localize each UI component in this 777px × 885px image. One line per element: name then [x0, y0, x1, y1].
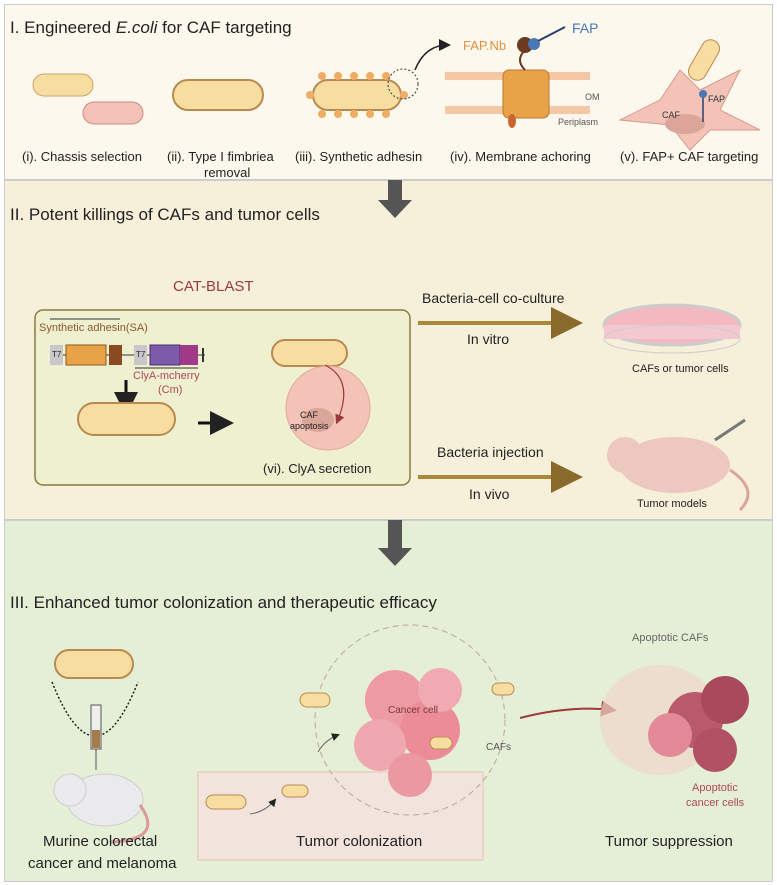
petri-dish-icon: [602, 303, 742, 354]
tumor-suppression-label: Tumor suppression: [605, 833, 733, 850]
engineered-bacterium-icon: [77, 402, 176, 436]
caf-label: CAF: [662, 110, 680, 120]
apoptotic-cafs-label: Apoptotic CAFs: [632, 632, 709, 644]
murine-label: Murine colorectal: [43, 833, 158, 850]
in-vitro-label: In vitro: [467, 331, 510, 347]
step-iii-label: (iii). Synthetic adhesin: [295, 149, 423, 164]
apoptotic-cancer-label: Apoptotic: [692, 782, 738, 794]
t7-promoter-label: T7: [52, 350, 62, 359]
murine-label-2: cancer and melanoma: [28, 855, 177, 872]
mouse-model-icon: [607, 418, 750, 512]
caf-apoptosis-label-2: apoptosis: [290, 421, 329, 431]
tumor-mass-icon: [299, 624, 515, 816]
panel3-title: III. Enhanced tumor colonization and the…: [10, 593, 437, 612]
genetic-construct: [50, 318, 205, 369]
fap-cell-label: FAP: [708, 94, 726, 104]
down-arrow-icon: [378, 180, 412, 218]
bacterium-synthetic-adhesin-icon: [306, 39, 451, 118]
step-iv-label: (iv). Membrane achoring: [450, 149, 591, 164]
bacterium-chassis-icon: [32, 73, 144, 125]
apoptotic-cancer-label-2: cancer cells: [686, 797, 745, 809]
coculture-label: Bacteria-cell co-culture: [422, 290, 565, 306]
fap-nb-label: FAP.Nb: [463, 38, 507, 53]
apoptotic-caf-icon: [285, 365, 371, 451]
membrane-anchoring-icon: [445, 26, 590, 128]
step-i-label: (i). Chassis selection: [22, 149, 142, 164]
cm-label: (Cm): [158, 384, 183, 396]
cells-label: CAFs or tumor cells: [632, 363, 729, 375]
step-v-label: (v). FAP+ CAF targeting: [620, 149, 759, 164]
step-ii-label-line2: removal: [204, 165, 251, 180]
cat-blast-label: CAT-BLAST: [173, 278, 254, 295]
down-arrow-icon: [378, 520, 412, 566]
bacterium-fimbriae-removed-icon: [172, 79, 264, 111]
injection-label: Bacteria injection: [437, 444, 544, 460]
mouse-icon: [53, 773, 150, 844]
periplasm-label: Periplasm: [558, 117, 599, 127]
blood-vessel-icon: [197, 771, 484, 861]
om-label: OM: [585, 92, 600, 102]
syringe-icon: [90, 704, 102, 770]
sa-label: Synthetic adhesin(SA): [39, 322, 148, 334]
panel1-title: I. Engineered E.coli for CAF targeting: [10, 18, 292, 37]
cafs-label: CAFs: [486, 742, 511, 753]
bacterium-payload-icon: [54, 649, 134, 679]
tumor-colonization-label: Tumor colonization: [296, 833, 423, 850]
step-ii-label: (ii). Type I fimbriea: [167, 149, 274, 164]
clya-label: ClyA-mcherry: [133, 370, 200, 382]
in-vivo-label: In vivo: [469, 486, 510, 502]
t7-promoter-label: T7: [136, 350, 146, 359]
panel2-title: II. Potent killings of CAFs and tumor ce…: [10, 205, 320, 224]
tumor-models-label: Tumor models: [637, 498, 707, 510]
cancer-cell-label: Cancer cell: [388, 705, 439, 716]
suppression-arrow-icon: [519, 700, 617, 719]
fap-label: FAP: [572, 20, 599, 36]
secreting-bacterium-icon: [271, 339, 348, 367]
caf-cell-icon: [618, 39, 761, 151]
caf-apoptosis-label: CAF: [300, 410, 318, 420]
step-vi-label: (vi). ClyA secretion: [263, 461, 372, 476]
apoptotic-tumor-icon: [600, 665, 749, 775]
